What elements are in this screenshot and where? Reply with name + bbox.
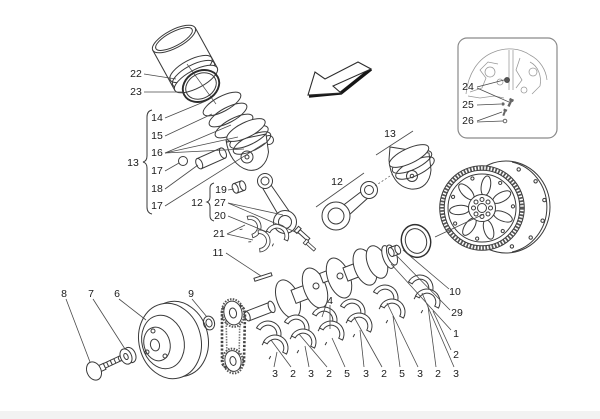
rod-bolt (293, 225, 311, 242)
damper-pulley (138, 300, 209, 380)
cylinder-liner (151, 24, 219, 94)
callout-row-5: 5 (344, 368, 350, 380)
callout-2-right: 2 (453, 349, 459, 361)
callout-assembly-13: 13 (384, 128, 396, 140)
callout-20: 20 (214, 210, 226, 222)
callout-11: 11 (213, 247, 224, 259)
liner-o-ring (181, 69, 221, 103)
callout-26: 26 (462, 115, 474, 127)
callout-9: 9 (188, 288, 194, 300)
leader-lines (65, 73, 510, 368)
flywheel (439, 160, 551, 254)
circlip-left (178, 156, 188, 166)
callout-row-6: 3 (363, 368, 369, 380)
callout-row-2: 2 (290, 368, 296, 380)
callout-23: 23 (130, 86, 142, 98)
pulley-washer (119, 346, 137, 365)
callout-group-12: 12 (191, 197, 203, 209)
callout-10: 10 (449, 286, 461, 298)
direction-arrow (307, 61, 373, 98)
callout-25: 25 (462, 99, 474, 111)
callout-assembly-12: 12 (331, 176, 343, 188)
callout-row-10: 2 (435, 368, 441, 380)
callout-17b: 17 (151, 200, 163, 212)
callout-row-4: 2 (326, 368, 332, 380)
callout-27: 27 (214, 197, 226, 209)
callout-row-11: 3 (453, 368, 459, 380)
inset-bolt (507, 97, 515, 107)
callout-24: 24 (462, 81, 474, 93)
callout-4: 4 (327, 295, 333, 307)
pulley-bolt (85, 355, 123, 381)
callout-row-7: 2 (381, 368, 387, 380)
inset-engine-sketch (465, 48, 548, 99)
callout-19: 19 (215, 184, 227, 196)
small-end-bushing (231, 180, 247, 194)
inset-sensor (504, 77, 510, 83)
connecting-rod-assembled (321, 181, 378, 231)
inset-box (457, 37, 558, 139)
end-plug (387, 244, 402, 257)
inset-nut (502, 118, 508, 124)
callout-15: 15 (151, 130, 163, 142)
callout-7: 7 (88, 288, 94, 300)
piston-exploded (225, 118, 272, 171)
callout-row-1: 3 (272, 368, 278, 380)
page-bottom-edge (0, 411, 600, 419)
callout-1: 1 (453, 328, 459, 340)
crankshaft (243, 244, 399, 322)
callout-row-9: 3 (417, 368, 423, 380)
wrist-pin (195, 147, 228, 170)
callout-18: 18 (151, 183, 163, 195)
rear-main-seal (400, 223, 432, 259)
callout-6: 6 (114, 288, 120, 300)
callout-29: 29 (451, 307, 463, 319)
group-12-bracket (205, 182, 215, 222)
crank-sprocket (220, 298, 246, 328)
inset-bolt-small (502, 108, 508, 117)
callout-17a: 17 (151, 165, 163, 177)
woodruff-key (253, 272, 273, 282)
rod-bolt (302, 238, 317, 252)
timing-chain (220, 298, 247, 375)
callout-row-8: 5 (399, 368, 405, 380)
callout-14: 14 (151, 112, 163, 124)
callout-22: 22 (130, 68, 142, 80)
lower-sprocket (221, 347, 245, 375)
callout-row-3: 3 (308, 368, 314, 380)
rod-bearing-shell (246, 228, 272, 254)
callout-16: 16 (151, 147, 163, 159)
inset-washer (501, 102, 505, 106)
ring-gear-teeth (440, 166, 524, 250)
callout-group-13: 13 (127, 157, 139, 169)
flywheel-seal-line (434, 213, 485, 238)
callout-8: 8 (61, 288, 67, 300)
group-13-bracket (142, 109, 153, 215)
callout-21: 21 (213, 228, 225, 240)
piston-assembled (388, 144, 435, 190)
